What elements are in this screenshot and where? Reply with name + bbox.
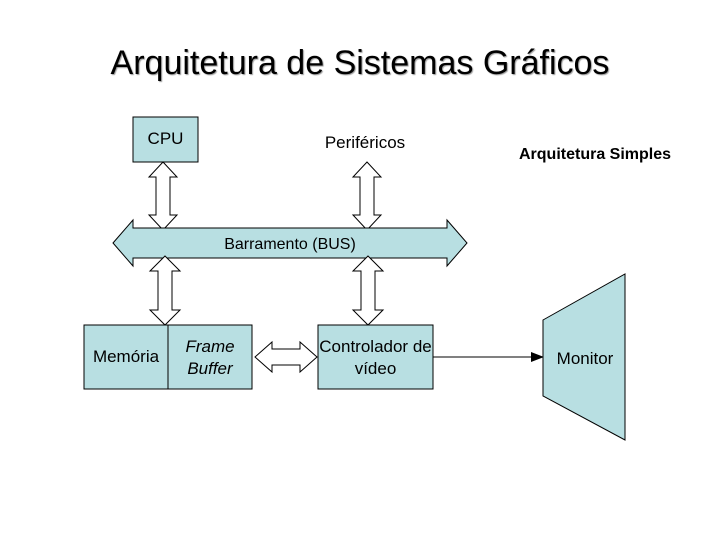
framebuffer-controlador-arrow [254,340,318,374]
monitor-label: Monitor [556,349,614,368]
bus-controlador-arrow [351,255,385,326]
perifericos-bus-arrow [351,161,383,231]
frame-buffer-box [167,324,253,390]
controlador-box [317,324,434,390]
bus-memoria-arrow [148,255,182,326]
diagram-subtitle: Arquitetura Simples [518,146,672,163]
controlador-label: Controlador de vídeo [319,337,432,378]
bus-arrow [112,218,468,268]
cpu-label: CPU [147,129,184,148]
perifericos-label: Periféricos [324,133,406,152]
bus-label: Barramento (BUS) [224,236,356,253]
page-title: Arquitetura de Sistemas Gráficos [110,44,610,82]
memoria-label: Memória [92,347,160,366]
frame-buffer-label: Frame Buffer [185,337,235,378]
memoria-box [83,324,169,390]
cpu-bus-arrow [147,161,179,231]
cpu-box [132,116,199,163]
controlador-monitor-arrowhead [531,352,544,362]
monitor-shape [542,273,626,441]
